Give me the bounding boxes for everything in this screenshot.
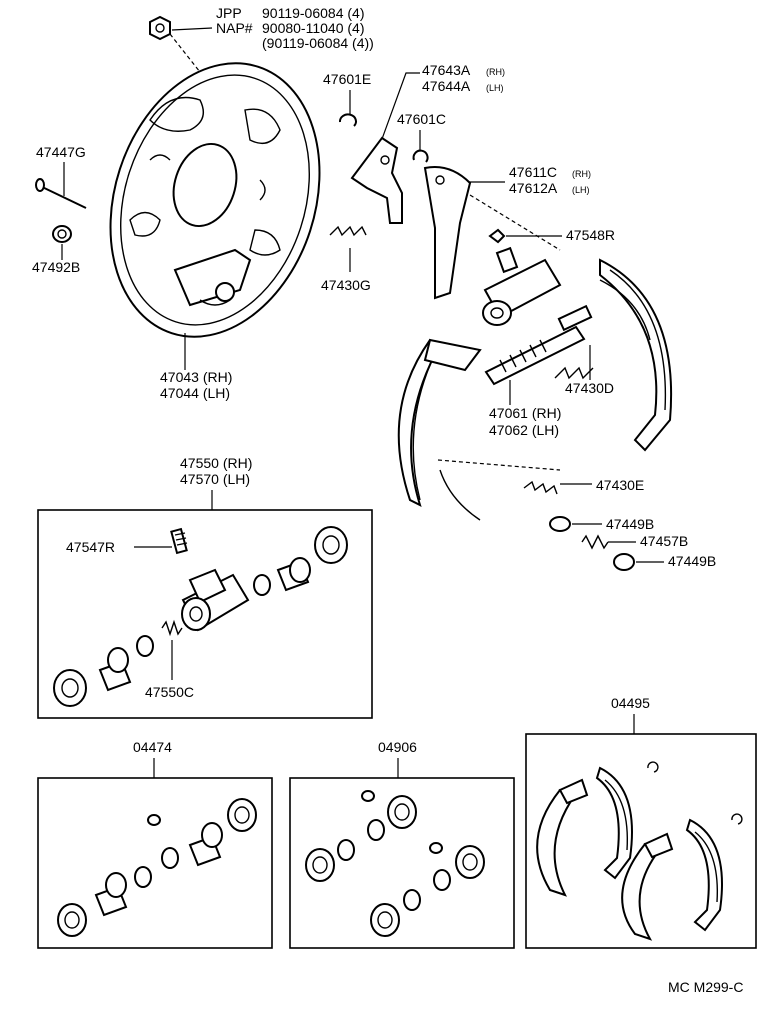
plug-cup xyxy=(52,225,72,243)
wheel-cyl-rh-label: 47550 (RH) xyxy=(180,455,252,471)
spring-47550c xyxy=(161,619,183,637)
backing-plate xyxy=(109,62,321,338)
fastener-jpp-prefix: JPP xyxy=(216,5,242,21)
label-47447g: 47447G xyxy=(36,144,86,160)
cup-left xyxy=(136,635,154,657)
label-47550c: 47550C xyxy=(145,684,194,700)
kit-04474-box xyxy=(37,777,273,949)
bleeder-screw xyxy=(170,527,188,555)
kit-04474-label: 04474 xyxy=(133,739,172,755)
label-47430d: 47430D xyxy=(565,380,614,396)
label-47547r: 47547R xyxy=(66,539,115,555)
adjuster-rh-label: 47061 (RH) xyxy=(489,405,561,421)
c-washer xyxy=(412,149,429,163)
kit-04906-parts xyxy=(305,790,485,937)
brake-shoe-front xyxy=(397,338,482,521)
kit-04906-label: 04906 xyxy=(378,739,417,755)
fastener-alt-value: (90119-06084 (4)) xyxy=(262,35,374,51)
kit-04474-parts xyxy=(57,798,257,937)
label-47492b: 47492B xyxy=(32,259,80,275)
label-47457b: 47457B xyxy=(640,533,688,549)
kit-04495-shoes xyxy=(536,761,743,941)
boot-right xyxy=(314,526,348,564)
wheel-cyl-lh-label: 47570 (LH) xyxy=(180,471,250,487)
brake-shoe-rear xyxy=(599,258,673,452)
hold-down-cup-b xyxy=(613,553,635,571)
fastener-jpp-value: 90119-06084 (4) xyxy=(262,5,364,21)
hold-down-pin xyxy=(35,178,87,209)
kit-04906-box xyxy=(289,777,515,949)
adjusting-lever xyxy=(350,136,403,224)
kit-04495-label: 04495 xyxy=(611,695,650,711)
hold-down-cup-a xyxy=(549,516,571,532)
label-47643a-side: (RH) xyxy=(486,67,505,77)
label-47430g: 47430G xyxy=(321,277,371,293)
hold-down-spring xyxy=(581,534,609,550)
label-47644a-side: (LH) xyxy=(486,83,504,93)
bleeder-cap xyxy=(488,228,506,244)
piston-left xyxy=(98,647,132,692)
e-clip xyxy=(338,113,357,127)
label-47612a: 47612A xyxy=(509,180,558,196)
label-47601e: 47601E xyxy=(323,71,371,87)
label-47643a: 47643A xyxy=(422,62,471,78)
wheel-cylinder-body xyxy=(181,568,250,632)
parking-brake-lever xyxy=(423,166,472,300)
wheel-cylinder-box xyxy=(37,509,373,719)
label-47449b-b: 47449B xyxy=(668,553,716,569)
label-47449b-a: 47449B xyxy=(606,516,654,532)
wheel-cylinder-assembled xyxy=(482,246,562,326)
return-spring-e xyxy=(523,480,558,495)
label-47548r: 47548R xyxy=(566,227,615,243)
figure-code: MC M299-C xyxy=(668,979,743,995)
return-spring-g xyxy=(329,225,367,237)
backing-plate-rh-label: 47043 (RH) xyxy=(160,369,232,385)
kit-04495-box xyxy=(525,733,757,949)
label-47612a-side: (LH) xyxy=(572,185,590,195)
adjuster-lh-label: 47062 (LH) xyxy=(489,422,559,438)
label-47611c-side: (RH) xyxy=(572,169,591,179)
fastener-nap-value: 90080-11040 (4) xyxy=(262,20,364,36)
piston-right xyxy=(253,557,311,596)
label-47430e: 47430E xyxy=(596,477,644,493)
boot-left xyxy=(53,669,87,707)
fastener-nut xyxy=(149,15,201,73)
shoe-adjuster xyxy=(484,304,593,386)
backing-plate-lh-label: 47044 (LH) xyxy=(160,385,230,401)
return-spring-d xyxy=(554,366,594,380)
label-47601c: 47601C xyxy=(397,111,446,127)
label-47611c: 47611C xyxy=(509,164,557,180)
fastener-nap-prefix: NAP# xyxy=(216,20,253,36)
label-47644a: 47644A xyxy=(422,78,471,94)
